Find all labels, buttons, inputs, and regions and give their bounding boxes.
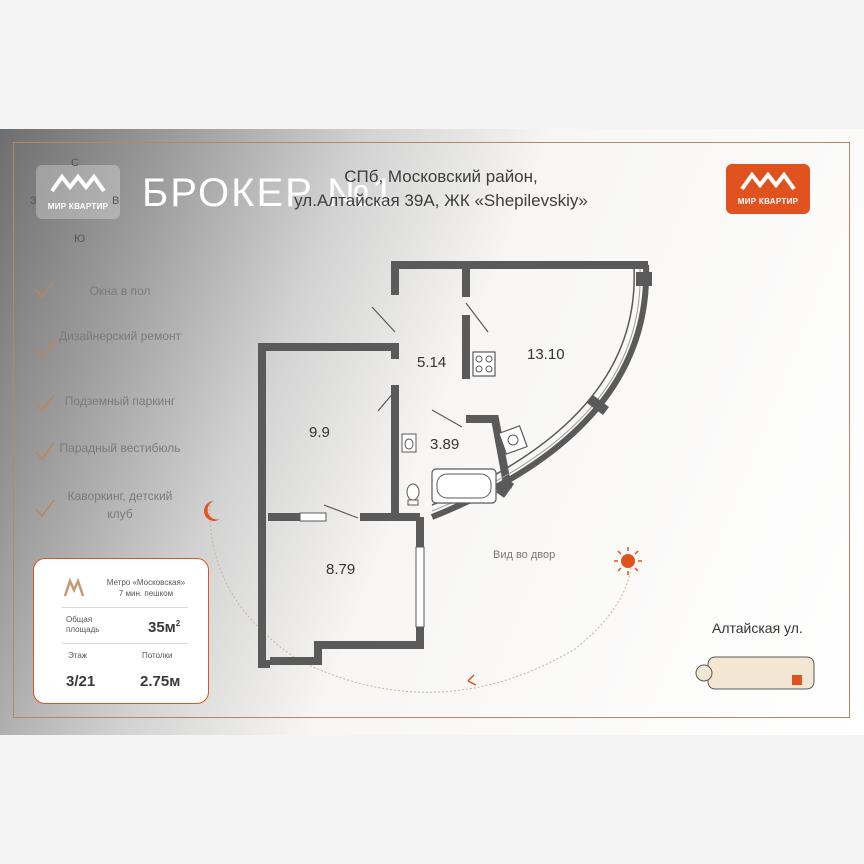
sink-icon	[401, 433, 417, 453]
sun-path-arrow	[467, 674, 477, 686]
stove-icon	[472, 351, 496, 377]
feature-item: Парадный вестибюль	[59, 441, 181, 455]
logo-mark-icon	[50, 173, 106, 193]
compass-east: В	[112, 195, 120, 207]
street-site-plan	[695, 656, 815, 690]
facade-pier	[495, 478, 515, 498]
address-line-2: ул.Алтайская 39А, ЖК «Shepilevskiy»	[294, 191, 588, 210]
room-area: 9.9	[309, 424, 330, 441]
total-area-label: Общая	[66, 615, 93, 624]
info-card: Метро «Московская» 7 мин. пешком Общая п…	[33, 558, 209, 704]
street-label: Алтайская ул.	[712, 620, 803, 636]
logo-right: МИР КВАРТИР	[726, 164, 810, 214]
room-area: 3.89	[430, 436, 460, 453]
floor-plan	[35, 261, 815, 693]
poster-frame	[13, 142, 850, 718]
check-icons	[35, 280, 55, 518]
view-label: Вид во двор	[493, 549, 556, 561]
metro-name: Метро «Московская»	[106, 578, 186, 587]
sink-icon	[498, 425, 528, 455]
feature-item: Подземный паркинг	[64, 394, 176, 408]
floorplan-poster: МИР КВАРТИР МИР КВАРТИР С Ю З В БРОКЕР №…	[0, 129, 864, 735]
sun-icon	[614, 547, 642, 575]
floor-value: 3/21	[66, 673, 96, 690]
ceiling-label: Потолки	[142, 651, 173, 660]
feature-item: Окна в пол	[89, 284, 151, 298]
ceiling-value: 2.75м	[140, 673, 181, 690]
logo-caption: МИР КВАРТИР	[47, 202, 109, 211]
metro-walk-time: 7 мин. пешком	[118, 589, 174, 598]
facade-pier	[587, 395, 609, 415]
compass-south: Ю	[74, 233, 86, 245]
door-swings	[323, 302, 489, 519]
room-area: 13.10	[527, 346, 565, 363]
page-title: БРОКЕР №1	[142, 171, 397, 215]
total-area-number: 35м	[148, 619, 176, 636]
window	[415, 546, 425, 628]
feature-item: Дизайнерский ремонт	[58, 329, 182, 343]
walls	[258, 261, 648, 668]
toilet-icon	[406, 483, 420, 506]
address: СПб, Московский район, ул.Алтайская 39А,…	[266, 165, 616, 213]
bathtub-icon	[431, 468, 497, 504]
total-area-sup: 2	[175, 619, 181, 628]
room-area: 5.14	[417, 354, 447, 371]
logo-left: МИР КВАРТИР	[36, 165, 120, 219]
total-area-label: площадь	[66, 625, 100, 634]
floor-label: Этаж	[68, 651, 88, 660]
moon-icon	[204, 501, 220, 521]
compass-north: С	[71, 157, 79, 169]
total-area-value: 35м2	[148, 619, 180, 636]
divider	[62, 607, 188, 608]
address-line-1: СПб, Московский район,	[344, 167, 538, 186]
logo-caption: МИР КВАРТИР	[737, 197, 799, 206]
room-area: 8.79	[326, 561, 356, 578]
metro-icon	[63, 578, 85, 597]
logo-mark-icon	[740, 171, 796, 191]
compass-west: З	[30, 195, 37, 207]
feature-item: Каворкинг, детский клуб	[67, 489, 173, 521]
divider	[62, 643, 188, 644]
window	[299, 512, 327, 522]
